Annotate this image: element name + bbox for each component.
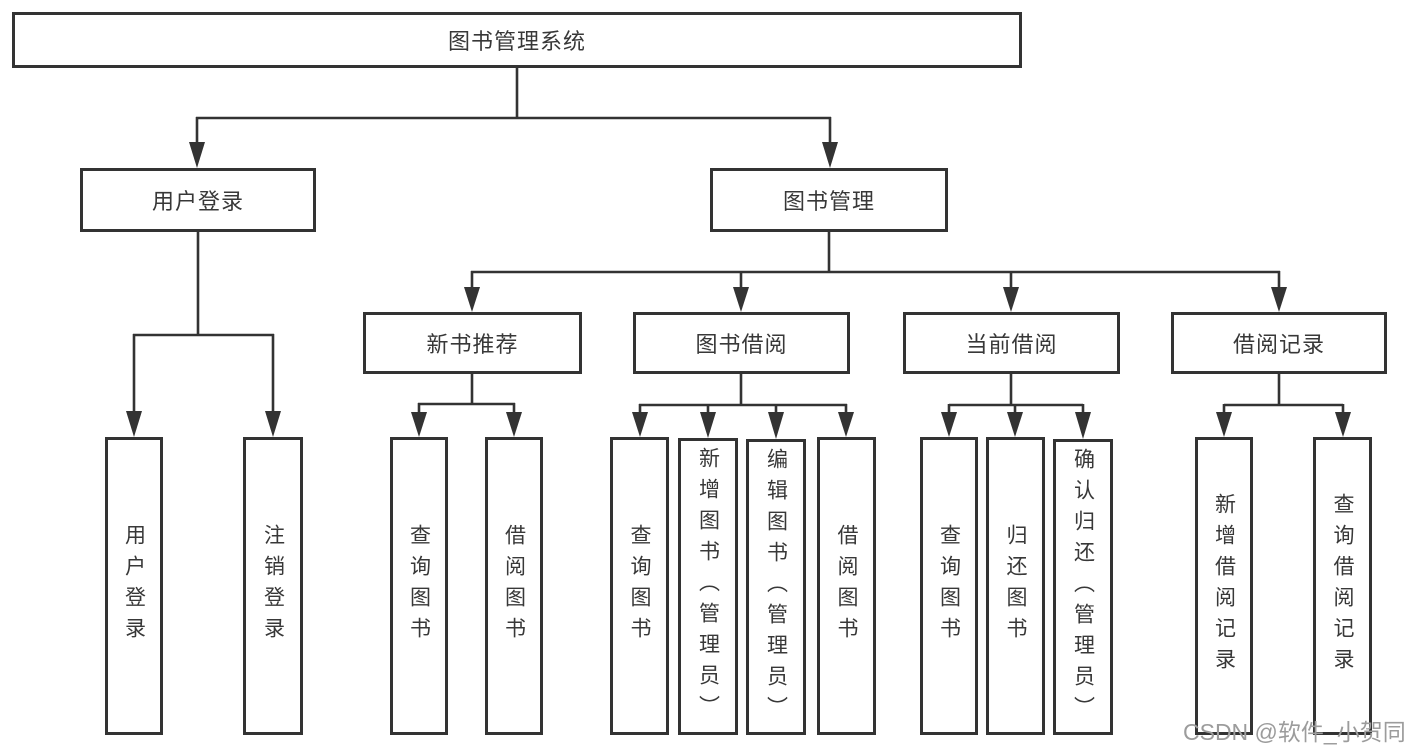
node-new-book-recommendation: 新书推荐 xyxy=(363,312,582,374)
leaf-user-login: 用户登录 xyxy=(105,437,163,735)
node-book-management: 图书管理 xyxy=(710,168,948,232)
leaf-label: 查询图书 xyxy=(628,524,651,648)
leaf-current-query-books: 查询图书 xyxy=(920,437,978,735)
leaf-label: 查询借阅记录 xyxy=(1331,493,1354,679)
leaf-label: 新增图书（管理员） xyxy=(696,447,720,726)
node-library-management-system: 图书管理系统 xyxy=(12,12,1022,68)
leaf-logout: 注销登录 xyxy=(243,437,303,735)
leaf-current-return-books: 归还图书 xyxy=(986,437,1045,735)
node-current-borrowing: 当前借阅 xyxy=(903,312,1120,374)
leaf-label: 编辑图书（管理员） xyxy=(764,447,788,727)
leaf-label: 归还图书 xyxy=(1004,524,1027,648)
leaf-borrowing-edit-books-admin: 编辑图书（管理员） xyxy=(746,439,806,735)
leaf-label: 查询图书 xyxy=(407,524,431,648)
leaf-label: 新增借阅记录 xyxy=(1212,493,1236,679)
leaf-recommend-query-books: 查询图书 xyxy=(390,437,448,735)
leaf-borrowing-query-books: 查询图书 xyxy=(610,437,669,735)
leaf-label: 借阅图书 xyxy=(835,524,858,648)
node-book-borrowing: 图书借阅 xyxy=(633,312,850,374)
leaf-records-add-borrow-record: 新增借阅记录 xyxy=(1195,437,1253,735)
node-borrowing-records: 借阅记录 xyxy=(1171,312,1387,374)
leaf-label: 用户登录 xyxy=(122,524,146,648)
leaf-borrowing-borrow-books: 借阅图书 xyxy=(817,437,876,735)
leaf-label: 查询图书 xyxy=(937,524,961,648)
csdn-watermark: CSDN @软件_小贺同学 xyxy=(1183,719,1405,745)
leaf-records-query-borrow-record: 查询借阅记录 xyxy=(1313,437,1372,735)
leaf-current-confirm-return-admin: 确认归还（管理员） xyxy=(1053,439,1113,735)
leaf-recommend-borrow-books: 借阅图书 xyxy=(485,437,543,735)
leaf-label: 确认归还（管理员） xyxy=(1071,447,1095,727)
node-user-login: 用户登录 xyxy=(80,168,316,232)
leaf-label: 注销登录 xyxy=(261,524,285,648)
leaf-label: 借阅图书 xyxy=(502,524,526,648)
leaf-borrowing-add-books-admin: 新增图书（管理员） xyxy=(678,438,738,735)
